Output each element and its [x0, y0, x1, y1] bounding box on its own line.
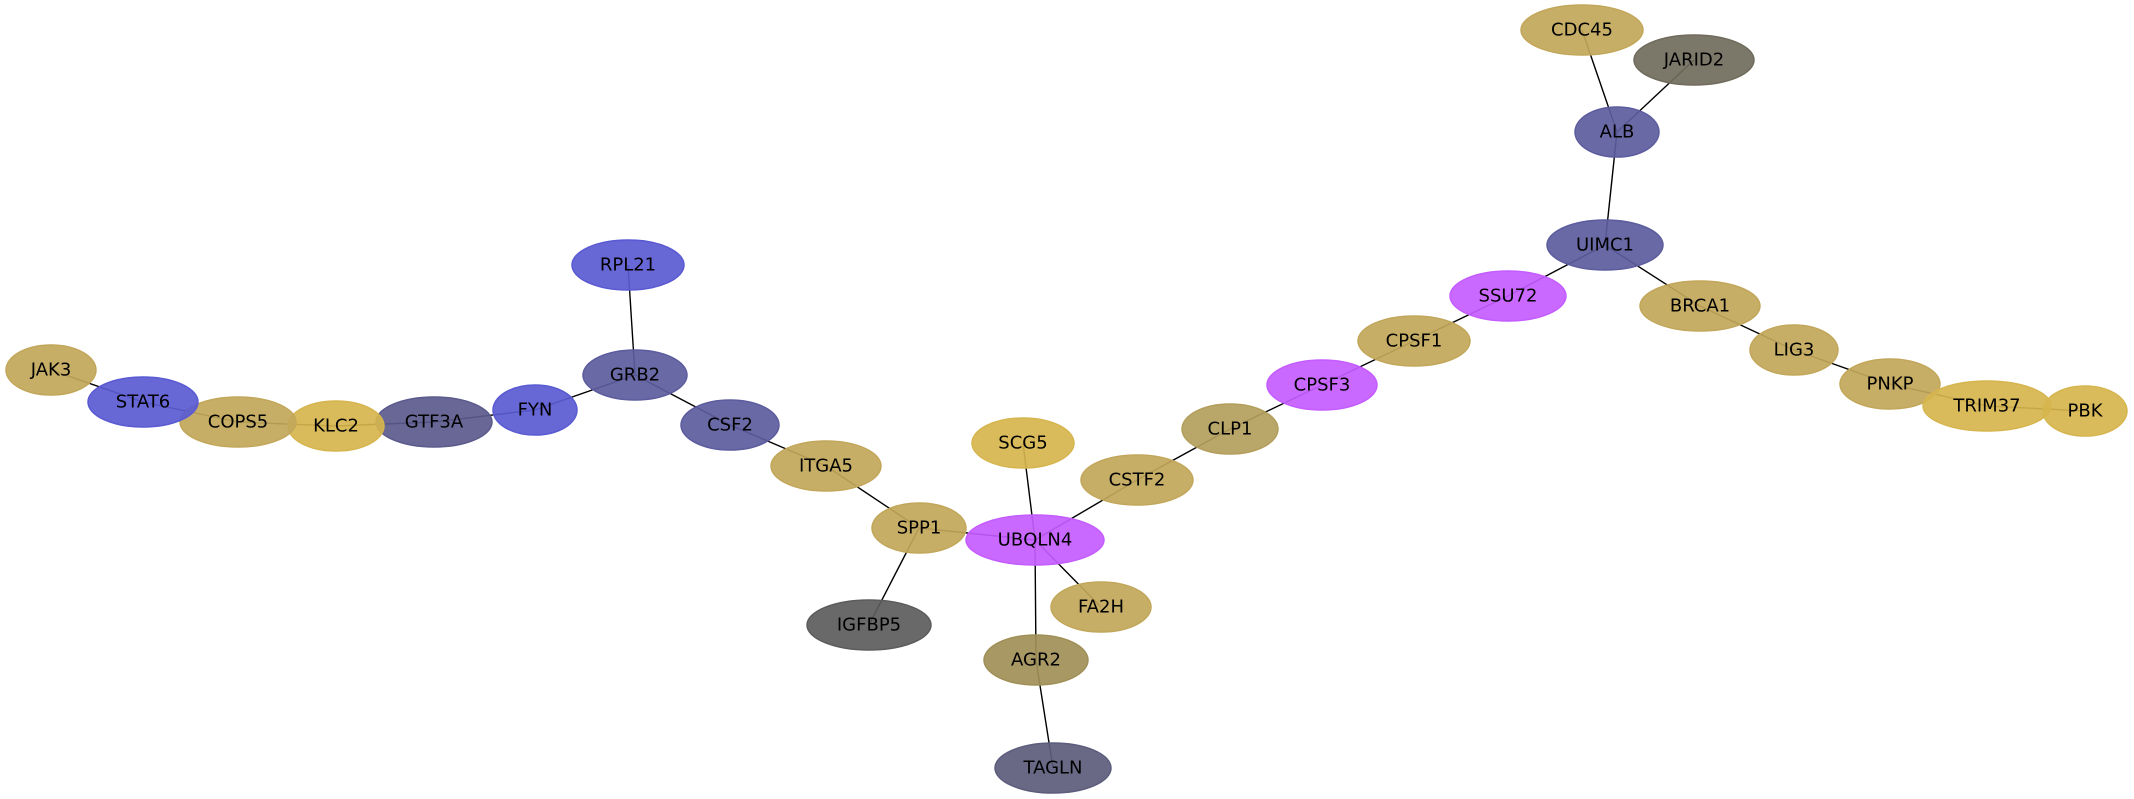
node-clp1[interactable]: CLP1 — [1181, 403, 1279, 455]
node-label: FYN — [518, 400, 553, 421]
node-trim37[interactable]: TRIM37 — [1922, 380, 2052, 432]
node-brca1[interactable]: BRCA1 — [1639, 280, 1761, 332]
node-label: RPL21 — [600, 255, 656, 276]
node-shape — [1449, 270, 1567, 322]
node-label: CPSF3 — [1294, 375, 1351, 396]
node-label: JAK3 — [30, 360, 72, 381]
node-shape — [1357, 315, 1471, 367]
node-shape — [965, 514, 1105, 566]
node-gtf3a[interactable]: GTF3A — [375, 396, 493, 448]
node-agr2[interactable]: AGR2 — [983, 634, 1089, 686]
node-uimc1[interactable]: UIMC1 — [1546, 219, 1664, 271]
node-igfbp5[interactable]: IGFBP5 — [806, 599, 932, 651]
node-shape — [1639, 280, 1761, 332]
node-label: COPS5 — [208, 412, 268, 433]
node-cops5[interactable]: COPS5 — [179, 396, 297, 448]
node-label: CDC45 — [1551, 20, 1613, 41]
node-shape — [2042, 385, 2128, 437]
node-shape — [5, 344, 97, 396]
node-shape — [806, 599, 932, 651]
node-pbk[interactable]: PBK — [2042, 385, 2128, 437]
node-shape — [1181, 403, 1279, 455]
node-shape — [1266, 359, 1378, 411]
node-shape — [1050, 581, 1152, 633]
node-label: LIG3 — [1774, 340, 1815, 361]
node-label: SCG5 — [998, 433, 1047, 454]
node-shape — [1633, 34, 1755, 86]
node-shape — [994, 742, 1112, 794]
node-label: GTF3A — [405, 412, 464, 433]
node-fyn[interactable]: FYN — [492, 384, 578, 436]
node-shape — [1546, 219, 1664, 271]
node-shape — [87, 376, 199, 428]
node-label: GRB2 — [610, 365, 660, 386]
node-grb2[interactable]: GRB2 — [582, 349, 688, 401]
node-tagln[interactable]: TAGLN — [994, 742, 1112, 794]
node-shape — [1839, 358, 1941, 410]
node-label: CPSF1 — [1386, 331, 1443, 352]
node-klc2[interactable]: KLC2 — [287, 400, 385, 452]
node-label: TRIM37 — [1952, 396, 2020, 417]
node-itga5[interactable]: ITGA5 — [770, 440, 882, 492]
node-cdc45[interactable]: CDC45 — [1520, 4, 1644, 56]
node-cstf2[interactable]: CSTF2 — [1080, 454, 1194, 506]
node-label: SSU72 — [1479, 286, 1538, 307]
node-shape — [1749, 324, 1839, 376]
node-shape — [871, 502, 967, 554]
node-spp1[interactable]: SPP1 — [871, 502, 967, 554]
node-label: FA2H — [1078, 597, 1124, 618]
node-label: PNKP — [1867, 374, 1914, 395]
node-alb[interactable]: ALB — [1574, 106, 1660, 158]
node-label: UIMC1 — [1576, 235, 1634, 256]
node-stat6[interactable]: STAT6 — [87, 376, 199, 428]
node-shape — [1080, 454, 1194, 506]
node-lig3[interactable]: LIG3 — [1749, 324, 1839, 376]
node-label: CLP1 — [1208, 419, 1253, 440]
node-label: IGFBP5 — [837, 615, 901, 636]
node-shape — [983, 634, 1089, 686]
node-label: ALB — [1600, 122, 1635, 143]
node-label: BRCA1 — [1670, 296, 1730, 317]
node-cpsf1[interactable]: CPSF1 — [1357, 315, 1471, 367]
node-label: UBQLN4 — [998, 530, 1073, 551]
node-shape — [492, 384, 578, 436]
node-shape — [680, 399, 780, 451]
node-shape — [1574, 106, 1660, 158]
node-label: STAT6 — [116, 392, 170, 413]
node-cpsf3[interactable]: CPSF3 — [1266, 359, 1378, 411]
node-csf2[interactable]: CSF2 — [680, 399, 780, 451]
node-fa2h[interactable]: FA2H — [1050, 581, 1152, 633]
node-label: CSF2 — [707, 415, 753, 436]
node-pnkp[interactable]: PNKP — [1839, 358, 1941, 410]
node-label: PBK — [2067, 401, 2103, 422]
node-ubqln4[interactable]: UBQLN4 — [965, 514, 1105, 566]
node-shape — [582, 349, 688, 401]
node-label: CSTF2 — [1109, 470, 1166, 491]
node-ssu72[interactable]: SSU72 — [1449, 270, 1567, 322]
node-jak3[interactable]: JAK3 — [5, 344, 97, 396]
node-shape — [770, 440, 882, 492]
node-label: TAGLN — [1022, 758, 1082, 779]
node-shape — [971, 417, 1075, 469]
node-jarid2[interactable]: JARID2 — [1633, 34, 1755, 86]
node-label: SPP1 — [897, 518, 942, 539]
node-label: AGR2 — [1011, 650, 1061, 671]
node-shape — [1520, 4, 1644, 56]
node-rpl21[interactable]: RPL21 — [571, 239, 685, 291]
node-shape — [571, 239, 685, 291]
node-label: ITGA5 — [799, 456, 853, 477]
node-scg5[interactable]: SCG5 — [971, 417, 1075, 469]
node-label: JARID2 — [1663, 50, 1724, 71]
node-shape — [179, 396, 297, 448]
node-label: KLC2 — [313, 416, 359, 437]
